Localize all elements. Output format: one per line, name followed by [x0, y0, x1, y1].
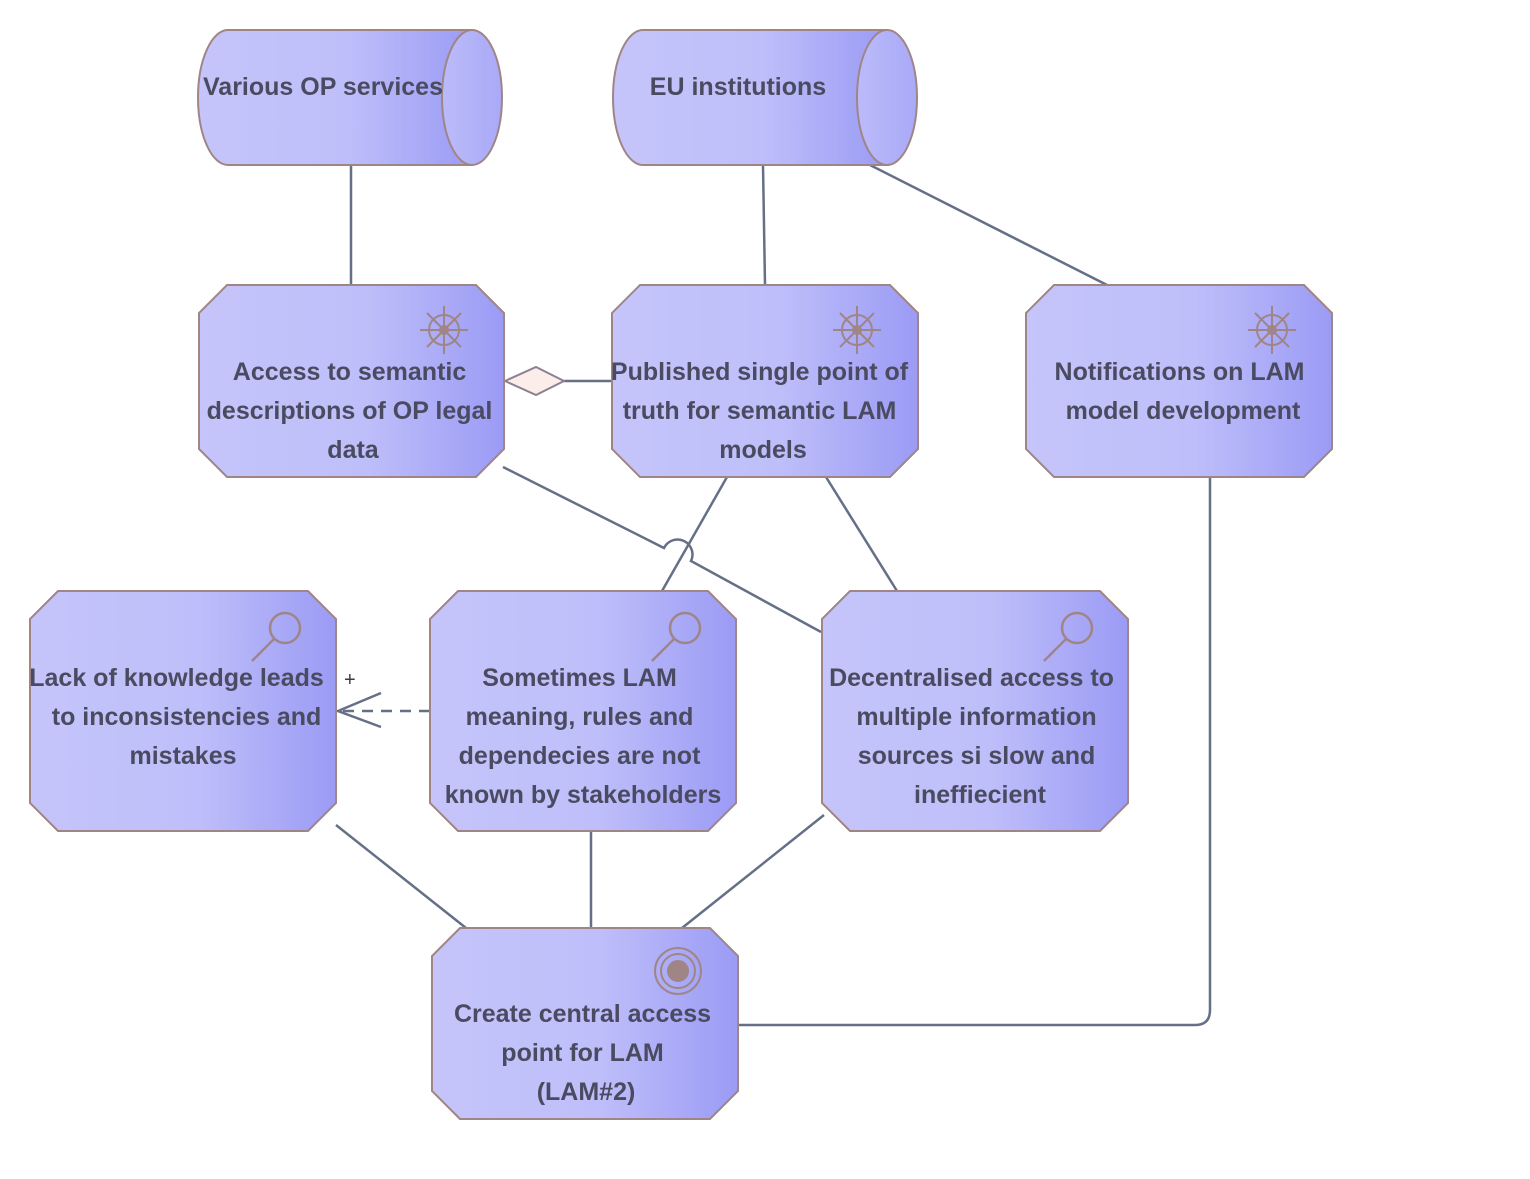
- label-line: Notifications on LAM: [1055, 358, 1305, 386]
- label-line: point for LAM: [501, 1039, 663, 1067]
- edge-notifications-to-goal[interactable]: [738, 477, 1212, 1027]
- label-line: ineffiecient: [914, 781, 1047, 809]
- label-line: multiple information: [856, 703, 1096, 731]
- node-label: Decentralised access to multiple informa…: [829, 664, 1121, 809]
- edge-eu-to-notifications[interactable]: [869, 163, 1108, 287]
- edge-access-to-decentralised[interactable]: [502, 465, 822, 634]
- label-line: known by stakeholders: [445, 781, 721, 809]
- node-label: Sometimes LAM meaning, rules and depende…: [445, 664, 721, 809]
- node-label: Notifications on LAM model development: [1055, 358, 1312, 425]
- label-line: dependecies are not: [459, 742, 701, 770]
- label-line: (LAM#2): [537, 1078, 636, 1106]
- edge-lack-to-goal[interactable]: [335, 824, 467, 929]
- label-line: Create central access: [454, 1000, 711, 1028]
- node-decentralised-access[interactable]: Decentralised access to multiple informa…: [821, 590, 1129, 832]
- node-eu-institutions[interactable]: EU institutions: [612, 29, 918, 166]
- edge-decentralised-to-goal[interactable]: [681, 814, 825, 929]
- label-line: model development: [1066, 397, 1301, 425]
- label-line: Access to semantic: [233, 358, 467, 386]
- edge-published-to-decentralised[interactable]: [824, 476, 899, 592]
- magnifier-icon: [251, 611, 302, 662]
- driver-wheel-icon: [420, 306, 468, 354]
- influence-sign: +: [344, 669, 356, 691]
- node-label: Create central access point for LAM (LAM…: [454, 1000, 718, 1106]
- node-various-op-services[interactable]: Various OP services: [197, 29, 503, 166]
- cylinder-cap: [441, 29, 503, 166]
- label-line: to inconsistencies and: [52, 703, 322, 731]
- magnifier-icon: [1043, 611, 1094, 662]
- node-lack-of-knowledge[interactable]: Lack of knowledge leads to inconsistenci…: [29, 590, 337, 832]
- label-line: Decentralised access to: [829, 664, 1114, 692]
- cylinder-cap: [856, 29, 918, 166]
- node-label: Access to semantic descriptions of OP le…: [207, 358, 500, 464]
- label-line: sources si slow and: [858, 742, 1096, 770]
- node-access-semantic[interactable]: Access to semantic descriptions of OP le…: [198, 284, 505, 478]
- label-line: Lack of knowledge leads: [29, 664, 324, 692]
- influence-arrowhead: [334, 691, 382, 729]
- label-line: Sometimes LAM: [482, 664, 676, 692]
- node-label: Lack of knowledge leads to inconsistenci…: [29, 664, 330, 770]
- magnifier-icon: [651, 611, 702, 662]
- label-line: mistakes: [129, 742, 236, 770]
- node-label: Published single point of truth for sema…: [611, 358, 915, 464]
- driver-wheel-icon: [833, 306, 881, 354]
- node-label: EU institutions: [650, 73, 826, 101]
- edge-published-to-sometimes[interactable]: [660, 476, 729, 592]
- node-notifications-lam[interactable]: Notifications on LAM model development: [1025, 284, 1333, 478]
- node-sometimes-lam[interactable]: Sometimes LAM meaning, rules and depende…: [429, 590, 737, 832]
- label-line: EU institutions: [650, 73, 826, 101]
- aggregation-diamond: [502, 365, 567, 397]
- label-line: Published single point of: [611, 358, 909, 386]
- connectors: [334, 163, 1212, 1027]
- label-line: descriptions of OP legal: [207, 397, 493, 425]
- node-create-central-access[interactable]: Create central access point for LAM (LAM…: [431, 927, 739, 1120]
- label-line: truth for semantic LAM: [623, 397, 897, 425]
- label-line: models: [719, 436, 807, 464]
- node-label: Various OP services: [203, 73, 443, 101]
- target-icon: [654, 947, 702, 995]
- label-line: Various OP services: [203, 73, 443, 101]
- edge-eu-to-published[interactable]: [761, 164, 767, 286]
- driver-wheel-icon: [1248, 306, 1296, 354]
- node-published-single-point[interactable]: Published single point of truth for sema…: [611, 284, 919, 478]
- label-line: data: [327, 436, 380, 464]
- label-line: meaning, rules and: [466, 703, 694, 731]
